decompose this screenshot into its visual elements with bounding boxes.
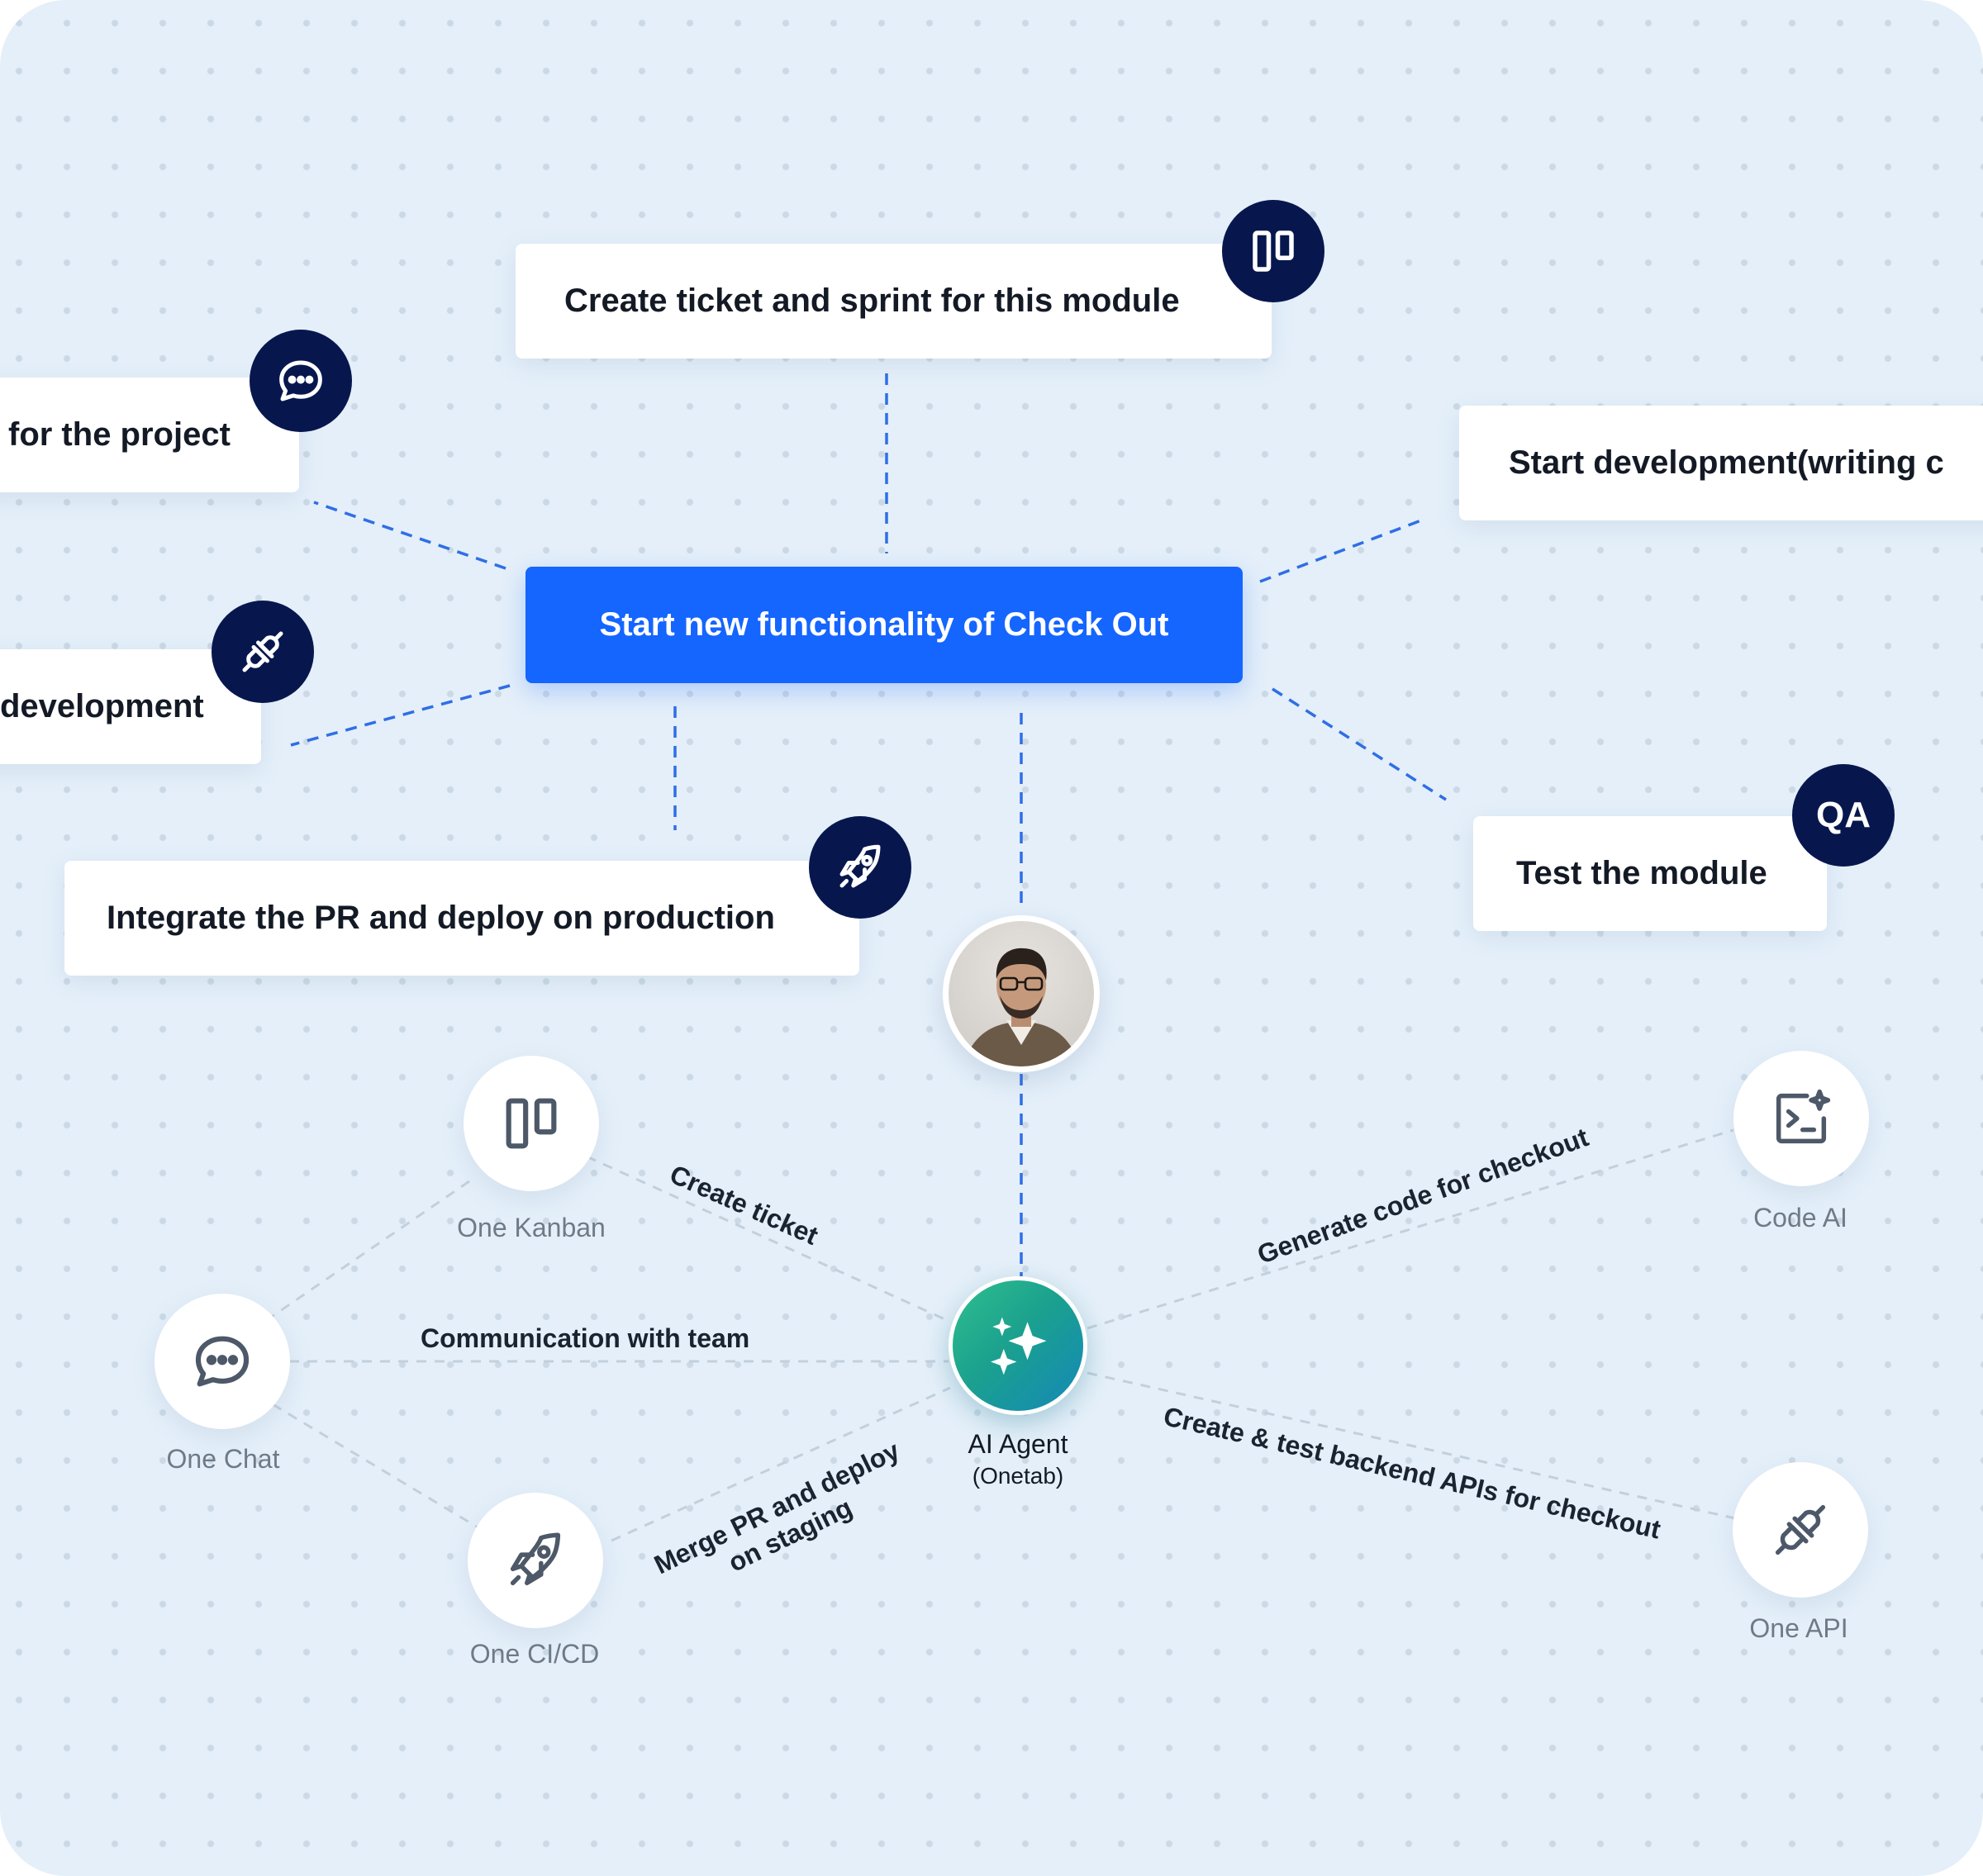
edge-chat-cicd (272, 1403, 480, 1530)
ai-agent-node[interactable] (949, 1276, 1087, 1415)
task-label: Test the module (1516, 855, 1767, 891)
task-card-start-development[interactable]: Start development(writing c (1459, 406, 1983, 520)
task-badge-rocket (809, 816, 911, 919)
task-card-create-ticket[interactable]: Create ticket and sprint for this module (516, 244, 1272, 359)
tool-label-one-kanban: One Kanban (457, 1213, 606, 1242)
tool-label-one-api: One API (1749, 1613, 1848, 1643)
tool-one-api[interactable] (1733, 1462, 1868, 1598)
sparkles-icon (991, 1317, 1047, 1375)
plug-icon (1775, 1504, 1826, 1555)
connector-right-top (1259, 519, 1422, 583)
tool-one-kanban[interactable] (464, 1056, 599, 1191)
task-label: Create ticket and sprint for this module (564, 283, 1180, 319)
qa-badge-text: QA (1816, 795, 1871, 835)
connector-left-bottom (290, 684, 511, 747)
rocket-icon (839, 844, 881, 888)
kanban-icon (1253, 230, 1294, 272)
task-label: for the project (8, 416, 231, 453)
task-card-for-the-project[interactable]: for the project (0, 378, 299, 492)
edge-kanban-chat (264, 1180, 470, 1323)
task-label: development (0, 688, 204, 724)
code-ai-icon (1776, 1089, 1831, 1144)
center-task-label: Start new functionality of Check Out (599, 606, 1169, 643)
tool-label-one-cicd: One CI/CD (469, 1639, 600, 1669)
center-task-card[interactable]: Start new functionality of Check Out (525, 567, 1243, 683)
kanban-icon (506, 1098, 557, 1149)
plug-icon (242, 631, 283, 672)
task-label: Integrate the PR and deploy on productio… (107, 900, 775, 936)
chat-icon (279, 360, 322, 401)
rocket-icon (510, 1532, 561, 1586)
chat-icon (195, 1336, 250, 1387)
task-card-test-module[interactable]: Test the module (1473, 816, 1827, 931)
edge-code-ai (1087, 1128, 1734, 1330)
task-badge-kanban (1222, 200, 1324, 302)
edge-cicd (611, 1386, 951, 1542)
tool-one-cicd[interactable] (468, 1493, 603, 1628)
edge-kanban (586, 1155, 951, 1323)
tool-label-code-ai: Code AI (1753, 1203, 1847, 1232)
task-label: Start development(writing c (1509, 444, 1944, 481)
connector-right-bottom (1272, 687, 1447, 801)
person-photo (963, 947, 1079, 1066)
task-badge-qa: QA (1792, 764, 1895, 867)
connector-left-top (313, 501, 506, 570)
ai-agent-name: AI Agent (968, 1429, 1068, 1459)
ai-agent-subtitle: (Onetab) (972, 1463, 1064, 1489)
tool-code-ai[interactable] (1733, 1051, 1869, 1186)
tool-one-chat[interactable] (155, 1294, 290, 1429)
tool-label-one-chat: One Chat (166, 1444, 280, 1474)
task-card-integrate-pr[interactable]: Integrate the PR and deploy on productio… (64, 861, 859, 976)
task-badge-plug (212, 601, 314, 703)
edge-api (1087, 1371, 1736, 1520)
task-badge-chat (250, 330, 352, 432)
edge-label-communication: Communication with team (421, 1323, 750, 1353)
user-avatar[interactable] (943, 915, 1100, 1072)
